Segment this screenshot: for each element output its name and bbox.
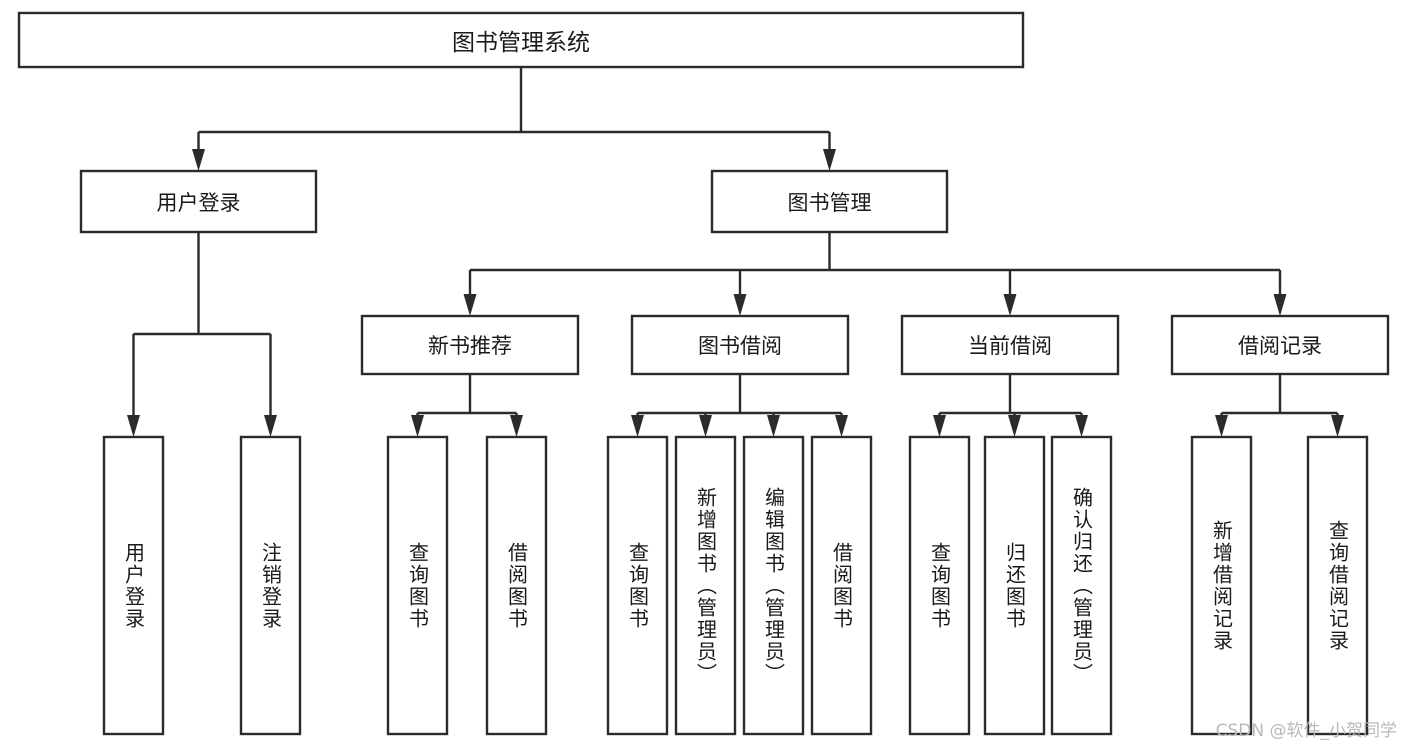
node-box-leaf-user-login[interactable]	[102, 435, 165, 736]
l2-to-l3-0-arrowhead	[463, 294, 477, 316]
root-to-l2-0-arrowhead	[192, 149, 205, 171]
to-leaf-current-borrow-2-arrowhead	[1075, 415, 1088, 437]
to-leaf-book-borrow-2-arrowhead	[767, 415, 780, 437]
l2-to-l3-3-arrowhead	[1273, 294, 1287, 316]
to-leaf-book-borrow-0-arrowhead	[631, 415, 644, 437]
node-box-leaf-current-confirm-return[interactable]	[1050, 435, 1113, 736]
node-box-current-borrow[interactable]	[900, 314, 1120, 376]
node-box-leaf-recommend-query-book[interactable]	[386, 435, 449, 736]
to-leaf-new-book-recommend-1-arrowhead	[510, 415, 523, 437]
node-box-user-login[interactable]	[79, 169, 318, 234]
l2-to-l3-1-arrowhead	[733, 294, 747, 316]
l2-to-l3-2-arrowhead	[1003, 294, 1017, 316]
node-box-leaf-current-query-book[interactable]	[908, 435, 971, 736]
box-layer	[17, 11, 1390, 736]
to-leaf-current-borrow-1-arrowhead	[1008, 415, 1021, 437]
connector-layer	[127, 67, 1344, 437]
to-leaf-user-login-1-arrowhead	[264, 415, 277, 437]
to-leaf-borrow-record-1-arrowhead	[1331, 415, 1344, 437]
node-box-leaf-record-add[interactable]	[1190, 435, 1253, 736]
node-box-leaf-current-return-book[interactable]	[983, 435, 1046, 736]
node-box-leaf-borrow-edit-book[interactable]	[742, 435, 805, 736]
to-leaf-book-borrow-1-arrowhead	[699, 415, 712, 437]
node-box-leaf-user-logout[interactable]	[239, 435, 302, 736]
node-box-new-book-recommend[interactable]	[360, 314, 580, 376]
root-to-l2-1-arrowhead	[823, 149, 836, 171]
node-box-leaf-record-query[interactable]	[1306, 435, 1369, 736]
to-leaf-new-book-recommend-0-arrowhead	[411, 415, 424, 437]
to-leaf-user-login-0-arrowhead	[127, 415, 140, 437]
node-box-root[interactable]	[17, 11, 1025, 69]
node-box-leaf-borrow-borrow-book[interactable]	[810, 435, 873, 736]
to-leaf-book-borrow-3-arrowhead	[835, 415, 848, 437]
to-leaf-borrow-record-0-arrowhead	[1215, 415, 1228, 437]
node-box-leaf-borrow-query-book[interactable]	[606, 435, 669, 736]
node-box-book-borrow[interactable]	[630, 314, 850, 376]
to-leaf-current-borrow-0-arrowhead	[933, 415, 946, 437]
node-box-leaf-borrow-add-book[interactable]	[674, 435, 737, 736]
node-box-leaf-recommend-borrow-book[interactable]	[485, 435, 548, 736]
node-box-borrow-record[interactable]	[1170, 314, 1390, 376]
node-box-book-management[interactable]	[710, 169, 949, 234]
